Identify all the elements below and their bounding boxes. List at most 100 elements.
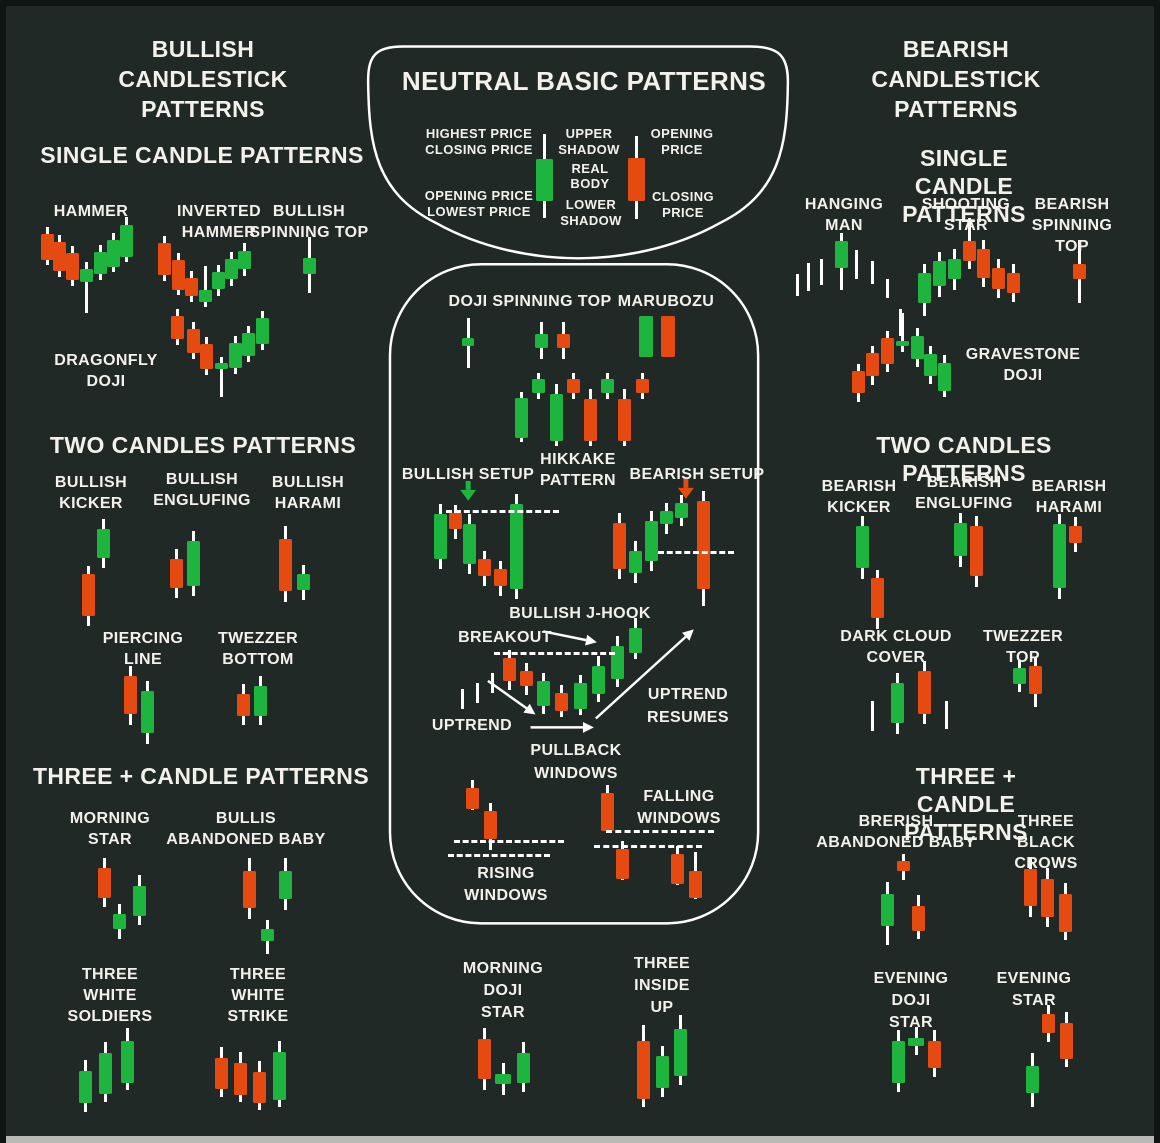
wick-mark xyxy=(885,279,889,298)
candle-wick xyxy=(98,245,102,280)
candle-wick xyxy=(915,328,919,367)
candle-wick xyxy=(1028,858,1032,917)
bear-candle-body xyxy=(896,861,910,871)
bull-candle-body xyxy=(112,914,126,929)
candle-wick xyxy=(307,237,311,293)
label-evening-doji-star: EVENING DOJI STAR xyxy=(873,970,949,1031)
label-right-two-header: TWO CANDLES PATTERNS xyxy=(876,432,1052,486)
bull-candle-body xyxy=(674,503,688,518)
bull-candle-body xyxy=(516,1053,530,1083)
bear-candle-body xyxy=(1023,869,1037,906)
pattern-bullis-abandoned-baby xyxy=(6,6,1154,1143)
pattern-three-inside-up xyxy=(6,6,1154,1143)
pullback-arrow xyxy=(530,721,594,733)
bull-candle-body xyxy=(655,1056,669,1088)
candle-wick xyxy=(219,357,223,397)
label-morning-doji-star: MORNING DOJI STAR xyxy=(462,960,544,1021)
bull-candle-body xyxy=(600,379,614,393)
label-left-single-header: SINGLE CANDLE PATTERNS xyxy=(40,142,364,168)
candle-wick xyxy=(895,673,899,734)
label-legend-lower-shadow: LOWER SHADOW xyxy=(560,197,622,228)
bull-candle-body xyxy=(1012,668,1026,684)
bull-candle-body xyxy=(78,1071,92,1103)
candle-wick xyxy=(660,1046,664,1097)
candle-wick xyxy=(860,516,864,579)
bull-candle-body xyxy=(591,666,605,694)
neutral-top-outline xyxy=(366,45,790,260)
bull-candle-body xyxy=(923,354,937,376)
pattern-morning-star xyxy=(6,6,1154,1143)
label-uptrend: UPTREND xyxy=(431,717,513,734)
uptrend-resumes-arrow xyxy=(595,629,694,720)
bear-candle-body xyxy=(600,793,614,831)
label-dragonfly-doji: DRAGONFLY DOJI xyxy=(54,352,158,390)
candle-wick xyxy=(111,233,115,272)
candle-wick xyxy=(620,841,624,880)
bull-candle-body xyxy=(228,343,242,368)
candle-wick xyxy=(839,233,843,290)
candle-wick xyxy=(1073,517,1077,552)
bull-candle-body xyxy=(119,225,133,257)
dashes-layer xyxy=(6,6,1154,1143)
candle-wick xyxy=(588,389,592,446)
candle-wick xyxy=(870,346,874,385)
candle-wick xyxy=(501,1063,505,1095)
wick-mark xyxy=(870,261,874,284)
pattern-hikkake-bearish-setup xyxy=(6,6,1154,1143)
bear-candle-body xyxy=(170,316,184,339)
bear-candle-body xyxy=(1040,879,1054,917)
candle-wick xyxy=(524,663,528,695)
wick-mark xyxy=(944,701,948,729)
candle-wick xyxy=(175,309,179,345)
bear-candle-body xyxy=(917,671,931,714)
bear-candle-body xyxy=(927,1041,941,1068)
bull-candle-body xyxy=(93,252,107,274)
bear-candle-body xyxy=(502,658,516,681)
candle-wick xyxy=(644,316,648,357)
candle-wick xyxy=(102,858,106,907)
pattern-legend-candles xyxy=(6,6,1154,1143)
bull-candle-body xyxy=(462,524,476,564)
bear-candle-body xyxy=(636,1041,650,1099)
label-morning-star: MORNING STAR xyxy=(69,810,151,848)
pattern-bearish-englufing xyxy=(6,6,1154,1143)
wick-mark xyxy=(819,259,823,285)
pattern-hikkake-wave xyxy=(6,6,1154,1143)
label-twezzer-bottom: TWEZZER BOTTOM xyxy=(217,630,299,668)
candle-wick xyxy=(542,134,546,218)
candle-wick xyxy=(189,271,193,302)
candle-wick xyxy=(922,661,926,724)
label-shooting-star: SHOOTING STAR xyxy=(921,196,1011,234)
bull-candle-body xyxy=(549,394,563,441)
bear-candle-body xyxy=(612,523,626,569)
bull-candle-body xyxy=(260,929,274,941)
bullish-setup-arrow xyxy=(460,480,477,501)
bull-candle-body xyxy=(891,1041,905,1083)
bear-candle-body xyxy=(242,871,256,908)
bear-candle-body xyxy=(851,371,865,393)
label-hammer: HAMMER xyxy=(53,203,129,220)
bull-candle-body xyxy=(120,1041,134,1083)
pattern-falling-windows xyxy=(6,6,1154,1143)
dashed-bullish-setup-line xyxy=(446,510,559,513)
bull-candle-body xyxy=(1052,524,1066,588)
label-three-white-strike: THREE WHITE STRIKE xyxy=(227,966,289,1025)
candle-wick xyxy=(470,780,474,810)
candle-wick xyxy=(1077,240,1081,303)
candle-wick xyxy=(162,236,166,281)
label-marubozu: MARUBOZU xyxy=(617,293,715,310)
bear-candle-body xyxy=(81,574,95,616)
bull-candle-body xyxy=(1025,1066,1039,1093)
candle-wick xyxy=(571,373,575,399)
pattern-three-white-soldiers xyxy=(6,6,1154,1143)
bear-candle-body xyxy=(1058,894,1072,932)
label-legend-high-close: HIGHEST PRICE CLOSING PRICE xyxy=(425,126,533,157)
bear-candle-body xyxy=(233,1063,247,1095)
dashed-bearish-setup-line xyxy=(658,551,734,554)
candle-wick xyxy=(488,803,492,850)
wick-mark xyxy=(475,683,479,703)
bull-candle-body xyxy=(278,871,292,899)
bear-candle-body xyxy=(184,278,198,296)
candle-wick xyxy=(514,494,518,599)
